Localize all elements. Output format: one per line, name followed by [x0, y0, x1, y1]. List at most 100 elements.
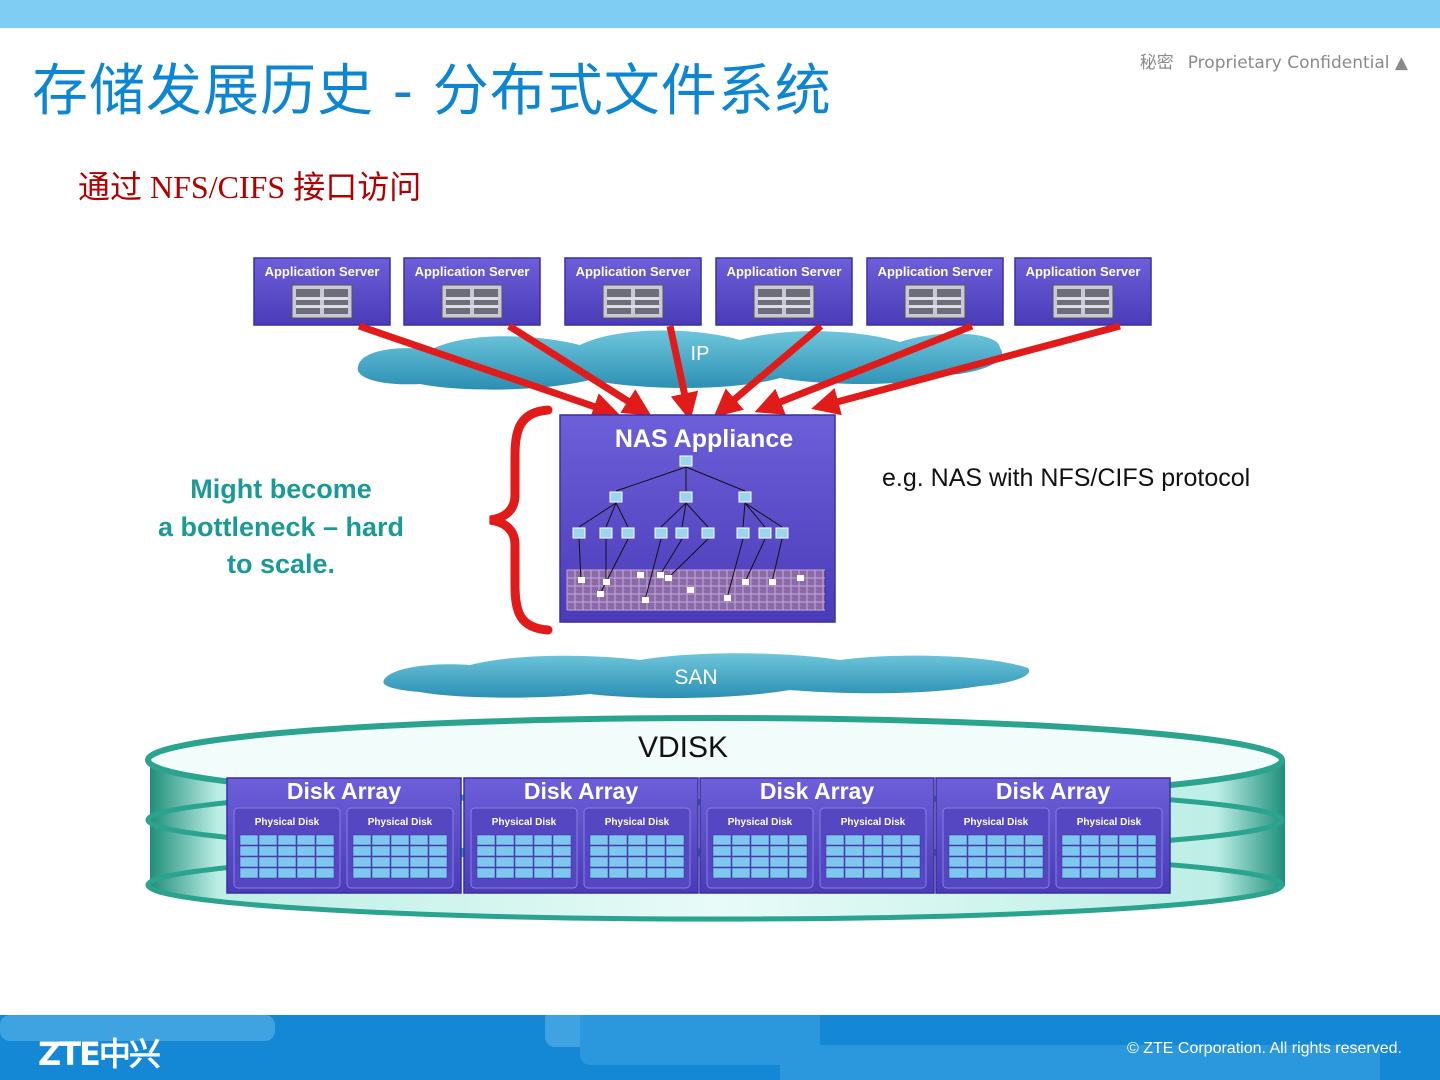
nas-tree-node: [572, 527, 586, 539]
nas-protocol-note: e.g. NAS with NFS/CIFS protocol: [882, 464, 1250, 492]
ip-arrow: [713, 323, 824, 418]
nas-tree-node: [675, 527, 689, 539]
nas-data-block: [665, 575, 672, 581]
application-server-label: Application Server: [727, 264, 842, 279]
application-server-box: Application Server: [253, 257, 391, 326]
nas-tree-node: [654, 527, 668, 539]
application-server-box: Application Server: [1014, 257, 1152, 326]
physical-disk: Physical Disk: [942, 807, 1050, 889]
san-label: SAN: [674, 666, 717, 689]
top-accent-bar: [0, 0, 1440, 28]
nas-data-block: [642, 597, 649, 603]
bottleneck-line-3: to scale.: [227, 549, 335, 579]
disk-cell-grid: [352, 834, 448, 879]
ip-arrow: [754, 322, 974, 415]
footer-decor-block: [780, 1045, 1380, 1080]
bottleneck-line-2: a bottleneck – hard: [158, 512, 404, 542]
server-rack-icon: [1052, 284, 1114, 319]
physical-disk-label: Physical Disk: [841, 817, 906, 828]
nas-tree-node: [738, 491, 752, 503]
nas-data-block: [742, 579, 749, 585]
nas-tree-node: [775, 527, 789, 539]
slide-title: 存储发展历史 - 分布式文件系统: [32, 59, 832, 124]
application-server-label: Application Server: [415, 264, 530, 279]
bottleneck-brace: [489, 405, 553, 635]
copyright-text: © ZTE Corporation. All rights reserved.: [1127, 1040, 1402, 1057]
application-server-label: Application Server: [1026, 264, 1141, 279]
nas-data-block: [769, 579, 776, 585]
disk-cell-grid: [589, 834, 685, 879]
server-rack-icon: [441, 284, 503, 319]
nas-appliance-label: NAS Appliance: [615, 425, 793, 453]
server-rack-icon: [602, 284, 664, 319]
physical-disk-label: Physical Disk: [1077, 817, 1142, 828]
vdisk-label: VDISK: [638, 731, 728, 764]
physical-disk-label: Physical Disk: [605, 817, 670, 828]
disk-cell-grid: [712, 834, 808, 879]
ip-arrow: [811, 322, 1121, 416]
nas-data-block: [637, 572, 644, 578]
disk-array-label: Disk Array: [760, 778, 874, 804]
confidential-en: Proprietary Confidential ▲: [1187, 53, 1408, 73]
physical-disk-label: Physical Disk: [255, 817, 320, 828]
nas-tree-node: [736, 527, 750, 539]
nas-data-block: [657, 572, 664, 578]
physical-disk-label: Physical Disk: [368, 817, 433, 828]
disk-array-label: Disk Array: [287, 778, 401, 804]
nas-data-block: [797, 575, 804, 581]
server-rack-icon: [753, 284, 815, 319]
nas-data-block: [578, 577, 585, 583]
physical-disk-label: Physical Disk: [964, 817, 1029, 828]
application-server-box: Application Server: [866, 257, 1004, 326]
footer-decor-block: [0, 1015, 275, 1041]
footer-bar: ZTE中兴 © ZTE Corporation. All rights rese…: [0, 1015, 1440, 1080]
physical-disk: Physical Disk: [470, 807, 578, 889]
nas-tree-node: [679, 491, 693, 503]
nas-tree-node: [599, 527, 613, 539]
physical-disk: Physical Disk: [233, 807, 341, 889]
ip-arrow: [507, 323, 652, 416]
physical-disk-label: Physical Disk: [492, 817, 557, 828]
disk-array-label: Disk Array: [524, 778, 638, 804]
physical-disk-label: Physical Disk: [728, 817, 793, 828]
disk-cell-grid: [825, 834, 921, 879]
physical-disk: Physical Disk: [819, 807, 927, 889]
nas-file-tree: [566, 455, 826, 611]
nas-tree-node: [609, 491, 623, 503]
application-server-label: Application Server: [576, 264, 691, 279]
nas-tree-node: [679, 455, 693, 467]
server-rack-icon: [291, 284, 353, 319]
server-rack-icon: [904, 284, 966, 319]
nas-tree-node: [758, 527, 772, 539]
ip-arrows: [357, 322, 1121, 421]
disk-cell-grid: [476, 834, 572, 879]
physical-disk: Physical Disk: [583, 807, 691, 889]
nas-storage-grid: [566, 569, 826, 611]
confidential-zh: 秘密: [1139, 53, 1174, 73]
ip-arrow: [357, 322, 621, 420]
application-server-box: Application Server: [403, 257, 541, 326]
nas-tree-node: [621, 527, 635, 539]
disk-cell-grid: [948, 834, 1044, 879]
san-cloud: [383, 653, 1030, 699]
nas-data-block: [603, 579, 610, 585]
ip-arrow: [666, 325, 699, 421]
disk-cell-grid: [239, 834, 335, 879]
physical-disk: Physical Disk: [706, 807, 814, 889]
application-servers: Application Server Application Server Appl…: [253, 257, 1152, 326]
ip-label: IP: [691, 343, 710, 365]
nas-tree-node: [701, 527, 715, 539]
disk-cell-grid: [1061, 834, 1157, 879]
nas-data-block: [687, 587, 694, 593]
nas-data-block: [597, 591, 604, 597]
nas-tree-links: [578, 466, 783, 602]
application-server-box: Application Server: [715, 257, 853, 326]
application-server-label: Application Server: [878, 264, 993, 279]
physical-disk: Physical Disk: [1055, 807, 1163, 889]
